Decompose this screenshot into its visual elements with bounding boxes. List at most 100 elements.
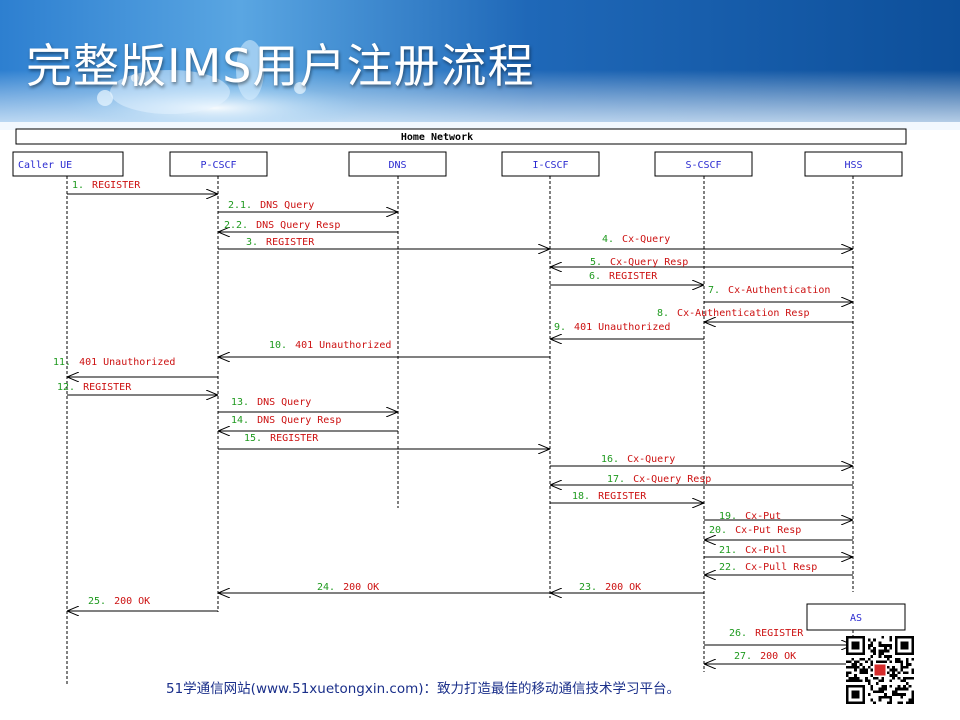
home-network-frame: Home Network — [15, 128, 907, 145]
message-number: 15. — [244, 433, 262, 444]
message-text: DNS Query — [257, 397, 311, 408]
message-text: REGISTER — [266, 237, 315, 248]
message-label: 6. REGISTER — [589, 271, 658, 282]
message-label: 20. Cx-Put Resp — [709, 525, 801, 536]
title-banner: 完整版IMS用户注册流程 — [0, 0, 960, 130]
message-label: 23. 200 OK — [579, 582, 641, 593]
message-text: DNS Query Resp — [256, 220, 340, 231]
message-number: 26. — [729, 628, 747, 639]
entity-box-scscf — [654, 151, 753, 177]
message-number: 24. — [317, 582, 335, 593]
message-label: 21.Cx-Pull — [719, 545, 787, 556]
message-text: Cx-Authentication — [728, 285, 830, 296]
message-number: 22. — [719, 562, 737, 573]
message-number: 14. — [231, 415, 249, 426]
message-label: 15. REGISTER — [244, 433, 319, 444]
message-text: REGISTER — [92, 180, 141, 191]
message-number: 25. — [88, 596, 106, 607]
message-text: 200 OK — [343, 582, 379, 593]
message-text: DNS Query Resp — [257, 415, 341, 426]
message-label: 17. Cx-Query Resp — [607, 474, 711, 485]
message-label: 18.REGISTER — [572, 491, 647, 502]
message-label: 1. REGISTER — [72, 180, 141, 191]
entity-box-icscf — [501, 151, 600, 177]
entity-box-ue — [12, 151, 124, 177]
message-number: 3. — [246, 237, 258, 248]
message-label: 2.1. DNS Query — [228, 200, 314, 211]
entity-label-pcscf: P-CSCF — [200, 160, 236, 171]
message-number: 10. — [269, 340, 287, 351]
message-number: 9. — [554, 322, 566, 333]
message-text: REGISTER — [609, 271, 658, 282]
qr-logo-mark — [874, 664, 886, 676]
message-number: 1. — [72, 180, 84, 191]
entity-box-hss — [804, 151, 903, 177]
message-number: 27. — [734, 651, 752, 662]
message-text: REGISTER — [83, 382, 132, 393]
message-label: 7. Cx-Authentication — [708, 285, 830, 296]
message-label: 9. 401 Unauthorized — [554, 322, 670, 333]
message-label: 3. REGISTER — [246, 237, 315, 248]
messages: 1. REGISTER 2.1. DNS Query 2.2. DNS Query Res… — [53, 180, 853, 664]
message-text: REGISTER — [598, 491, 647, 502]
message-text: REGISTER — [270, 433, 319, 444]
message-number: 7. — [708, 285, 720, 296]
slide-title: 完整版IMS用户注册流程 — [26, 39, 535, 93]
home-network-label: Home Network — [401, 132, 473, 143]
message-label: 4. Cx-Query — [602, 234, 670, 245]
message-text: 401 Unauthorized — [295, 340, 391, 351]
message-number: 8. — [657, 308, 669, 319]
message-number: 19. — [719, 511, 737, 522]
message-label: 16. Cx-Query — [601, 454, 675, 465]
message-text: REGISTER — [755, 628, 804, 639]
message-text: Cx-Put Resp — [735, 525, 801, 536]
message-label: 8. Cx-Authentication Resp — [657, 308, 810, 319]
message-label: 24. 200 OK — [317, 582, 379, 593]
message-label: 27.200 OK — [734, 651, 796, 662]
message-text: Cx-Pull Resp — [745, 562, 817, 573]
message-number: 13. — [231, 397, 249, 408]
message-label: 2.2. DNS Query Resp — [224, 220, 340, 231]
entity-box-as — [806, 603, 906, 631]
message-text: 200 OK — [114, 596, 150, 607]
entity-label-as: AS — [850, 613, 862, 624]
entity-label-icscf: I-CSCF — [532, 160, 568, 171]
message-number: 2.2. — [224, 220, 248, 231]
entity-box-pcscf — [169, 151, 268, 177]
message-number: 12. — [57, 382, 75, 393]
message-number: 20. — [709, 525, 727, 536]
message-text: 401 Unauthorized — [79, 357, 175, 368]
message-number: 23. — [579, 582, 597, 593]
message-text: Cx-Query Resp — [633, 474, 711, 485]
message-text: 200 OK — [605, 582, 641, 593]
message-label: 26. REGISTER — [729, 628, 804, 639]
qr-code-image — [846, 636, 914, 704]
message-number: 21. — [719, 545, 737, 556]
message-text: Cx-Query — [622, 234, 670, 245]
entity-box-dns — [348, 151, 447, 177]
entity-label-hss: HSS — [844, 160, 862, 171]
message-label: 13. DNS Query — [231, 397, 311, 408]
home-network-box — [15, 128, 907, 145]
message-number: 4. — [602, 234, 614, 245]
lifelines — [66, 176, 854, 686]
message-number: 11. — [53, 357, 71, 368]
message-text: Cx-Query Resp — [610, 257, 688, 268]
footer-slogan: 51学通信网站(www.51xuetongxin.com)：致力打造最佳的移动通… — [166, 681, 681, 697]
message-number: 2.1. — [228, 200, 252, 211]
message-text: Cx-Authentication Resp — [677, 308, 809, 319]
message-number: 16. — [601, 454, 619, 465]
message-number: 17. — [607, 474, 625, 485]
message-text: 401 Unauthorized — [574, 322, 670, 333]
message-label: 14. DNS Query Resp — [231, 415, 341, 426]
entity-label-dns: DNS — [388, 160, 406, 171]
message-label: 25. 200 OK — [88, 596, 150, 607]
message-label: 5.Cx-Query Resp — [590, 257, 688, 268]
message-label: 11. 401 Unauthorized — [53, 357, 175, 368]
message-number: 6. — [589, 271, 601, 282]
message-label: 22. Cx-Pull Resp — [719, 562, 817, 573]
entity-label-scscf: S-CSCF — [685, 160, 721, 171]
message-text: Cx-Query — [627, 454, 675, 465]
message-text: DNS Query — [260, 200, 314, 211]
